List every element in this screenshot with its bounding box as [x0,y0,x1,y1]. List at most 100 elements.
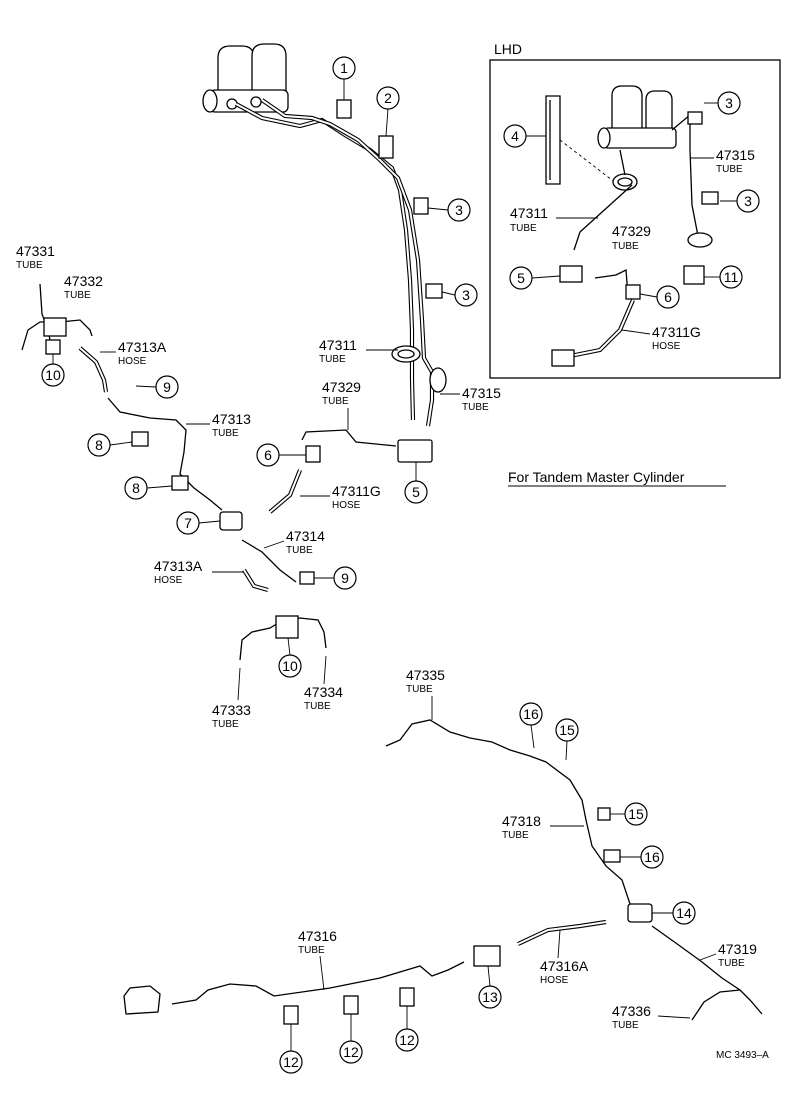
svg-text:47329: 47329 [612,223,651,239]
lhd-label-47311G: 47311G HOSE [621,324,701,352]
svg-text:HOSE: HOSE [540,975,569,986]
lhd-valve-11 [683,265,705,285]
svg-text:47313A: 47313A [118,339,167,355]
svg-text:TUBE: TUBE [510,223,537,234]
lhd-valve-5 [559,265,583,283]
svg-text:47336: 47336 [612,1003,651,1019]
svg-text:47335: 47335 [406,667,445,683]
lhd-title: LHD [494,41,522,57]
lhd-callout-11: 11 [719,265,743,289]
reference-code: MC 3493–A [716,1050,769,1061]
svg-text:47315: 47315 [462,385,501,401]
callout-2: 2 [376,86,400,110]
callout-12a: 12 [279,1050,303,1074]
svg-text:3: 3 [725,95,733,111]
svg-text:TUBE: TUBE [462,402,489,413]
svg-text:TUBE: TUBE [406,684,433,695]
svg-text:6: 6 [264,447,272,463]
svg-text:47318: 47318 [502,813,541,829]
svg-text:HOSE: HOSE [118,356,147,367]
svg-text:47311: 47311 [510,205,548,221]
svg-text:3: 3 [462,287,470,303]
junction-7 [219,511,243,531]
svg-text:TUBE: TUBE [304,701,331,712]
svg-text:TUBE: TUBE [212,428,239,439]
callout-8-lower: 8 [124,476,148,500]
label-47311: 47311 TUBE [319,337,398,365]
callout-7: 7 [176,511,200,535]
svg-text:5: 5 [412,484,420,500]
svg-text:9: 9 [341,570,349,586]
tube-47316 [171,961,465,1005]
callout-16-upper: 16 [519,702,543,726]
svg-text:47316: 47316 [298,928,337,944]
lhd-callout-3a: 3 [717,91,741,115]
svg-text:47313: 47313 [212,411,251,427]
clip-3a [413,197,429,215]
clip-3b [425,283,443,299]
bracket-6 [305,445,321,463]
svg-text:16: 16 [523,706,539,722]
svg-text:47329: 47329 [322,379,361,395]
clip-12a [283,1005,299,1025]
tube-47319 [651,925,763,1015]
svg-text:1: 1 [340,60,348,76]
callout-9-upper: 9 [155,375,179,399]
lhd-master-cylinder [597,85,677,149]
clip-12c [399,987,415,1007]
svg-text:15: 15 [559,722,575,738]
callout-15-lower: 15 [624,802,648,826]
label-47311G: 47311G HOSE [300,483,381,511]
svg-text:TUBE: TUBE [612,241,639,252]
tube-47314 [241,539,297,583]
callout-5: 5 [404,480,428,504]
tube-47335 [385,719,631,905]
label-47331: 47331 TUBE [16,243,55,271]
callout-13: 13 [478,985,502,1009]
svg-text:TUBE: TUBE [286,545,313,556]
callout-3-upper: 3 [447,198,471,222]
lhd-label-47311: 47311 TUBE [510,205,598,234]
svg-text:11: 11 [724,269,739,285]
clip-8a [131,431,149,447]
svg-text:TUBE: TUBE [319,354,346,365]
junction-14 [627,903,653,923]
svg-text:6: 6 [664,289,672,305]
callout-15-upper: 15 [555,718,579,742]
lhd-label-47329: 47329 TUBE [612,223,651,252]
svg-text:12: 12 [343,1044,359,1060]
svg-text:47311: 47311 [319,337,357,353]
label-47333: 47333 TUBE [212,667,251,730]
tube-47336 [691,989,741,1021]
svg-text:4: 4 [511,128,519,144]
svg-text:For Tandem Master Cylinder: For Tandem Master Cylinder [508,469,685,485]
label-47316: 47316 TUBE [298,928,337,991]
label-47334: 47334 TUBE [304,655,343,712]
svg-text:TUBE: TUBE [502,830,529,841]
svg-text:15: 15 [628,806,644,822]
svg-text:8: 8 [132,480,140,496]
callout-1: 1 [332,56,356,80]
label-47313A-lower: 47313A HOSE [154,558,244,586]
clip-1 [336,99,352,119]
svg-text:TUBE: TUBE [612,1020,639,1031]
svg-text:2: 2 [384,90,392,106]
lhd-inset: LHD 3 3 4 5 [489,41,781,379]
svg-text:TUBE: TUBE [322,396,349,407]
callout-10-upper: 10 [41,363,65,387]
svg-text:47334: 47334 [304,684,343,700]
tandem-caption: For Tandem Master Cylinder [508,469,726,487]
svg-text:TUBE: TUBE [212,719,239,730]
svg-text:3: 3 [455,202,463,218]
svg-text:13: 13 [482,989,498,1005]
svg-text:9: 9 [163,379,171,395]
svg-text:47315: 47315 [716,147,755,163]
svg-text:14: 14 [676,905,692,921]
label-47335: 47335 TUBE [406,667,445,720]
svg-text:47332: 47332 [64,273,103,289]
label-47314: 47314 TUBE [263,528,325,556]
svg-text:TUBE: TUBE [16,260,43,271]
svg-text:47313A: 47313A [154,558,203,574]
clip-12b [343,995,359,1015]
svg-text:47319: 47319 [718,941,757,957]
